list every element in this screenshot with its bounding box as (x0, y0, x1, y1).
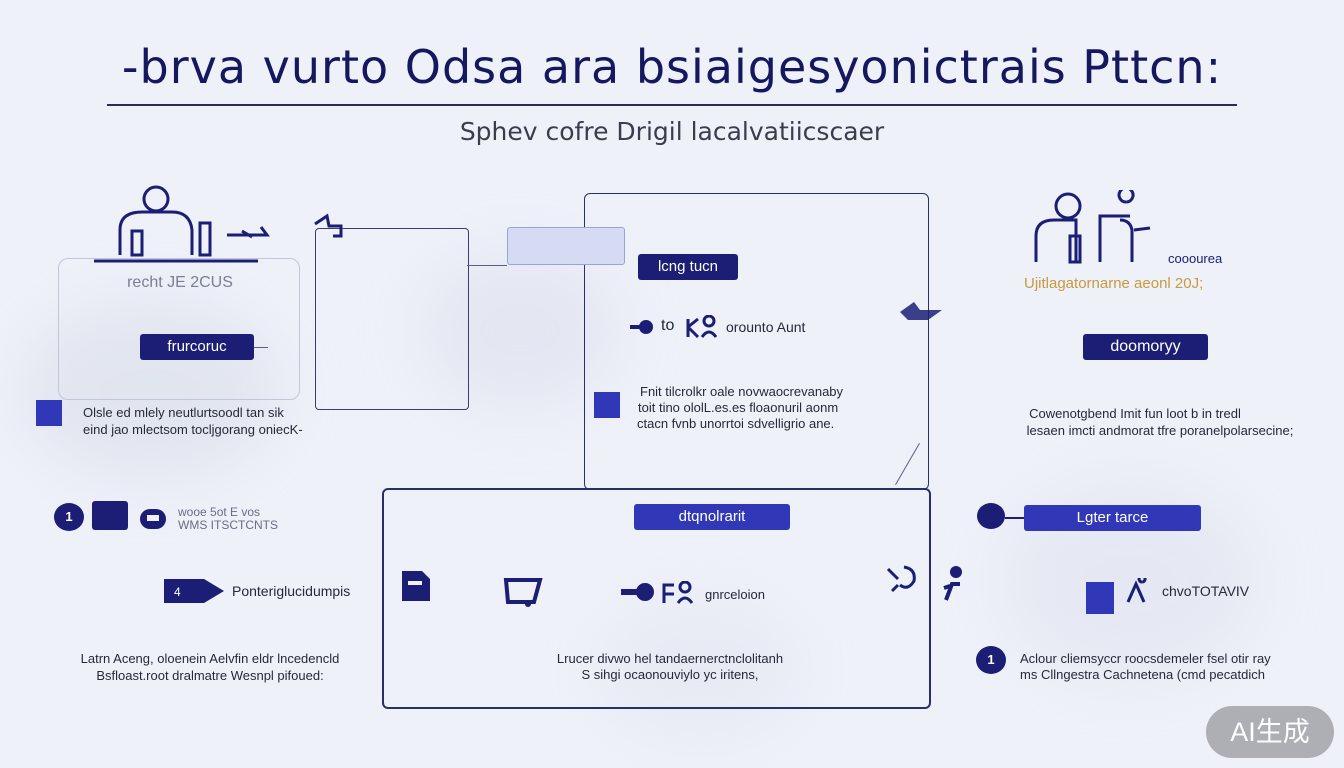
small-arrow-icon (314, 213, 343, 238)
center-mid-pill: dtqnolrarit (634, 504, 790, 530)
center-desc-line3: ctacn fvnb unorrtoi sdvelligrio ane. (637, 416, 835, 431)
left-row2-caption-line1: wooe 5ot E vos (178, 505, 261, 519)
person-at-desk-icon (94, 185, 270, 263)
center-left-frame (315, 228, 469, 410)
page-title: -brva vurto Odsa ara bsiaigesyonictrais … (121, 40, 1223, 94)
chart-icon (503, 578, 543, 607)
center-desc-line2: toit tino ololL.es.es floaonuril aonm (638, 400, 839, 415)
left-row3-label: Ponteriglucidumpis (232, 583, 351, 599)
center-bottom-text-line2: S sihgi ocaonouviylo yc iritens, (581, 667, 759, 682)
left-text-line2: eind jao mlectsom tocljgorang oniecK- (83, 422, 303, 437)
left-caption: recht JE 2CUS (127, 274, 233, 291)
key-icon (621, 583, 654, 601)
connector-block (507, 227, 625, 265)
right-caption-gold: Ujitlagatornarne aeonl 20J; (1024, 275, 1204, 292)
right-row3-label: chvoTOTAVIV (1162, 583, 1250, 599)
link-icon (140, 509, 166, 529)
connector-line (1005, 517, 1025, 519)
right-row2-pill: Lgter tarce (1024, 505, 1201, 531)
center-square-marker (594, 392, 620, 418)
person-icon (1126, 578, 1147, 603)
svg-text:4: 4 (174, 585, 181, 599)
right-desc-line1: Cowenotgbend Imit fun loot b in tredl (1029, 406, 1241, 421)
center-mid-row-text: gnrceloion (705, 587, 765, 602)
people-icon (686, 315, 718, 339)
center-row-label: to (661, 317, 675, 334)
right-pill: doomoryy (1083, 334, 1208, 360)
right-square-marker (1086, 582, 1114, 614)
right-desc-line2: lesaen imcti andmorat tfre poranelpolars… (1026, 423, 1294, 438)
tool-icon (886, 565, 916, 593)
right-bottom-text-line2: ms Cllngestra Cachnetena (cmd pecatdich (1020, 667, 1265, 682)
plane-icon (900, 302, 942, 320)
connector-line (467, 265, 507, 266)
right-dot (977, 503, 1005, 529)
key-icon (630, 320, 653, 334)
center-bottom-frame (382, 488, 931, 709)
right-caption-blue: cooourea (1168, 251, 1223, 266)
left-bottom-text-line2: Bsfloast.root dralmatre Wesnpl pifoued: (96, 668, 324, 683)
connector-line (254, 347, 268, 348)
left-block (92, 501, 128, 530)
people-icon (662, 581, 694, 604)
document-icon (402, 571, 430, 601)
left-pill: frurcoruc (140, 334, 254, 360)
left-bottom-text-line1: Latrn Aceng, oloenein Aelvfin eldr lnced… (80, 651, 340, 666)
right-bottom-text-line1: Aclour cliemsyccr roocsdemeler fsel otir… (1020, 651, 1271, 666)
center-desc-line1: Fnit tilcrolkr oale novwaocrevanaby (640, 384, 844, 399)
left-frame (58, 258, 300, 400)
center-top-frame (584, 193, 929, 490)
center-row-text: orounto Aunt (726, 319, 806, 335)
left-number-badge: 1 (54, 503, 84, 531)
person-icon (943, 566, 962, 601)
rocket-icon: 4 (164, 579, 224, 603)
people-at-desk-icon (1034, 190, 1151, 264)
center-bottom-text-line1: Lrucer divwo hel tandaernerctnclolitanh (556, 651, 784, 666)
title-divider (107, 104, 1237, 106)
left-row2-caption-line2: WMS ITSCTCNTS (178, 518, 278, 532)
page-subtitle: Sphev cofre Drigil lacalvatiicscaer (459, 117, 885, 146)
right-number-badge: 1 (976, 646, 1006, 674)
center-top-pill: lcng tucn (638, 254, 738, 280)
left-square-marker (36, 400, 62, 426)
left-text-line1: Olsle ed mlely neutlurtsoodl tan sik (83, 405, 284, 420)
ai-generated-badge: AI生成 (1206, 706, 1334, 758)
